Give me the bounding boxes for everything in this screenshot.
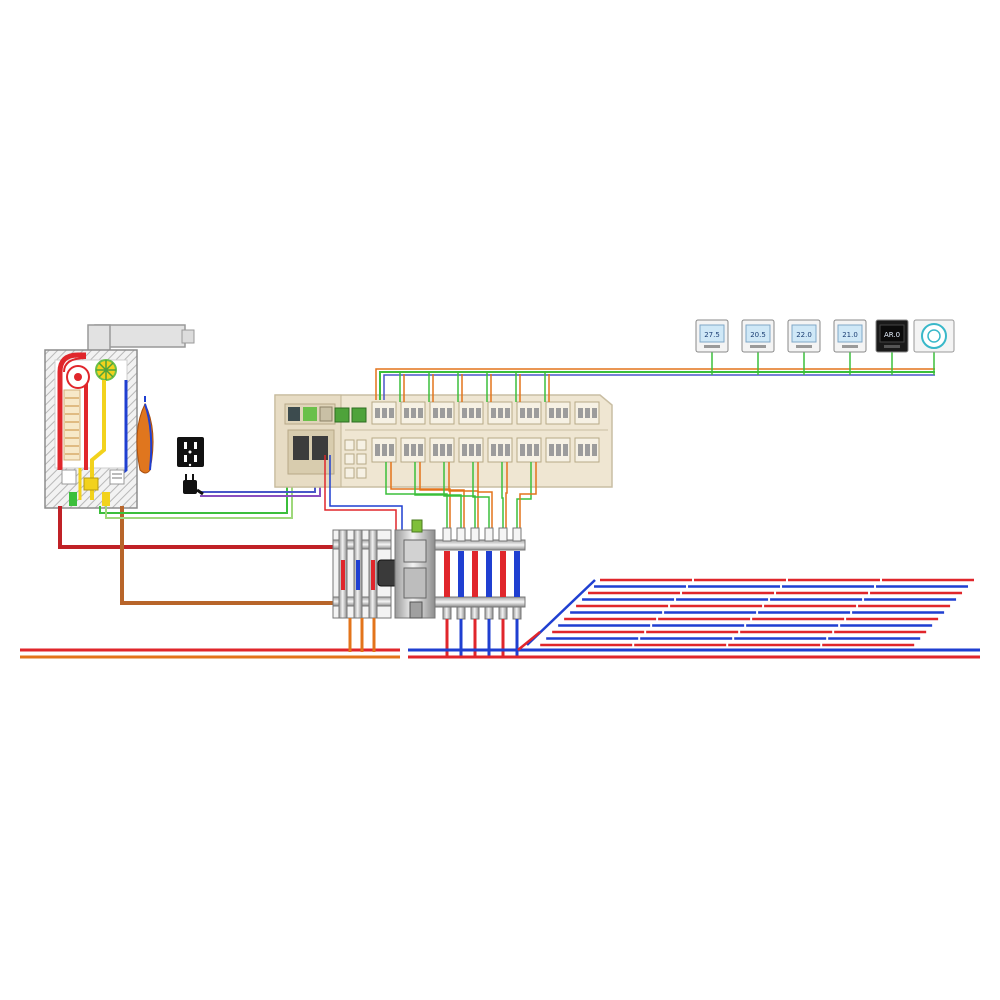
wiring-center-icon: [274, 394, 613, 488]
thermostat-icon: 27.5: [695, 319, 729, 353]
heating-zone: [540, 578, 692, 647]
thermostat-display: 21.0: [842, 331, 858, 339]
thermostat-display: AR.0: [884, 331, 900, 339]
thermostat-wiring: [375, 350, 935, 402]
pump-control-wire: [324, 455, 403, 530]
gas-boiler-icon: [44, 324, 195, 509]
thermostat-bus-blue: [383, 374, 935, 400]
boiler-supply-pipe: [58, 506, 335, 549]
floor-supply-return-lines: [20, 618, 400, 659]
expansion-vessel-icon: [136, 396, 154, 474]
boiler-return-pipe: [120, 506, 335, 605]
underfloor-manifold-icon: [434, 527, 526, 657]
heating-zone: [634, 578, 786, 647]
thermostat-icon: AR.0: [875, 319, 909, 353]
thermostat-icon: 22.0: [787, 319, 821, 353]
thermostat-bus-green: [379, 371, 935, 400]
power-socket-icon: [177, 437, 204, 467]
thermostat-row: 27.5 20.5 22.0 21.0 AR.0: [695, 319, 955, 353]
thermostat-display: 22.0: [796, 331, 812, 339]
thermostat-display: 27.5: [704, 331, 720, 339]
floor-heating-loops-icon: [408, 578, 980, 659]
heating-zone: [728, 578, 880, 647]
thermostat-icon: 21.0: [833, 319, 867, 353]
thermostat-display: 20.5: [750, 331, 766, 339]
thermostat-icon: 20.5: [741, 319, 775, 353]
mixing-pump-unit-icon: [332, 519, 436, 619]
terminal-blocks-top: [371, 401, 600, 425]
loop-feed-line: [517, 631, 541, 651]
actuator-wiring: [385, 462, 537, 534]
heating-zone: [822, 578, 974, 647]
power-plug-icon: [183, 474, 204, 496]
terminal-blocks-bottom: [344, 437, 600, 479]
thermostat-bus-orange: [375, 368, 935, 400]
thermostat-icon: [913, 319, 955, 353]
